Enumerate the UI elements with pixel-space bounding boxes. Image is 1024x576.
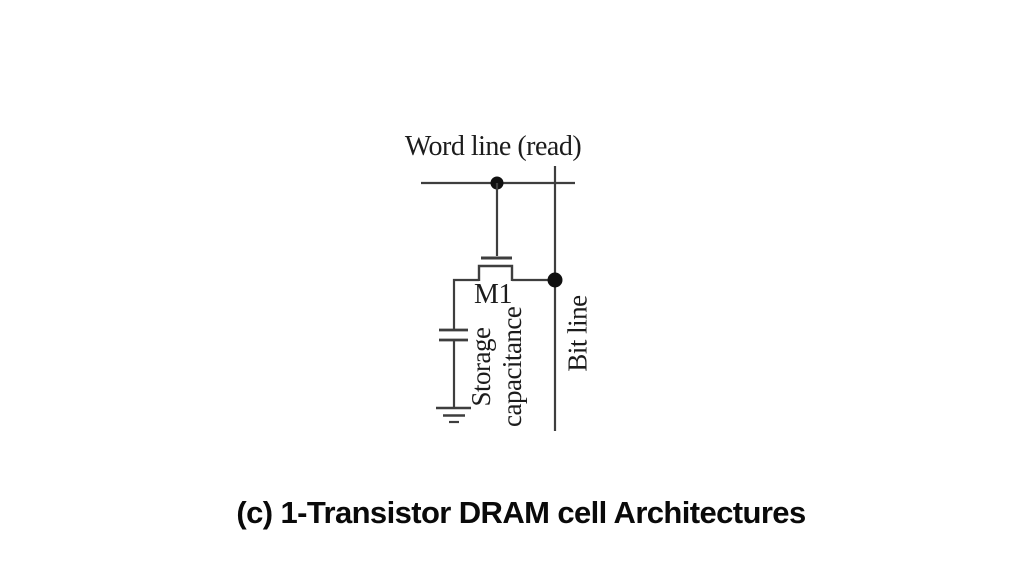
transistor-channel xyxy=(477,264,514,281)
drain-bit-line-junction-dot xyxy=(547,272,563,288)
bit-line-label: Bit line xyxy=(562,295,593,372)
storage-capacitance-label-line2: capacitance xyxy=(497,306,527,427)
figure-caption: (c) 1-Transistor DRAM cell Architectures xyxy=(236,495,806,530)
storage-capacitance-label: Storage capacitance xyxy=(466,307,528,427)
word-line-label: Word line (read) xyxy=(404,131,582,162)
transistor-label: M1 xyxy=(474,279,512,310)
source-lead-wire xyxy=(452,278,479,329)
storage-capacitance-label-line1: Storage xyxy=(466,327,496,407)
